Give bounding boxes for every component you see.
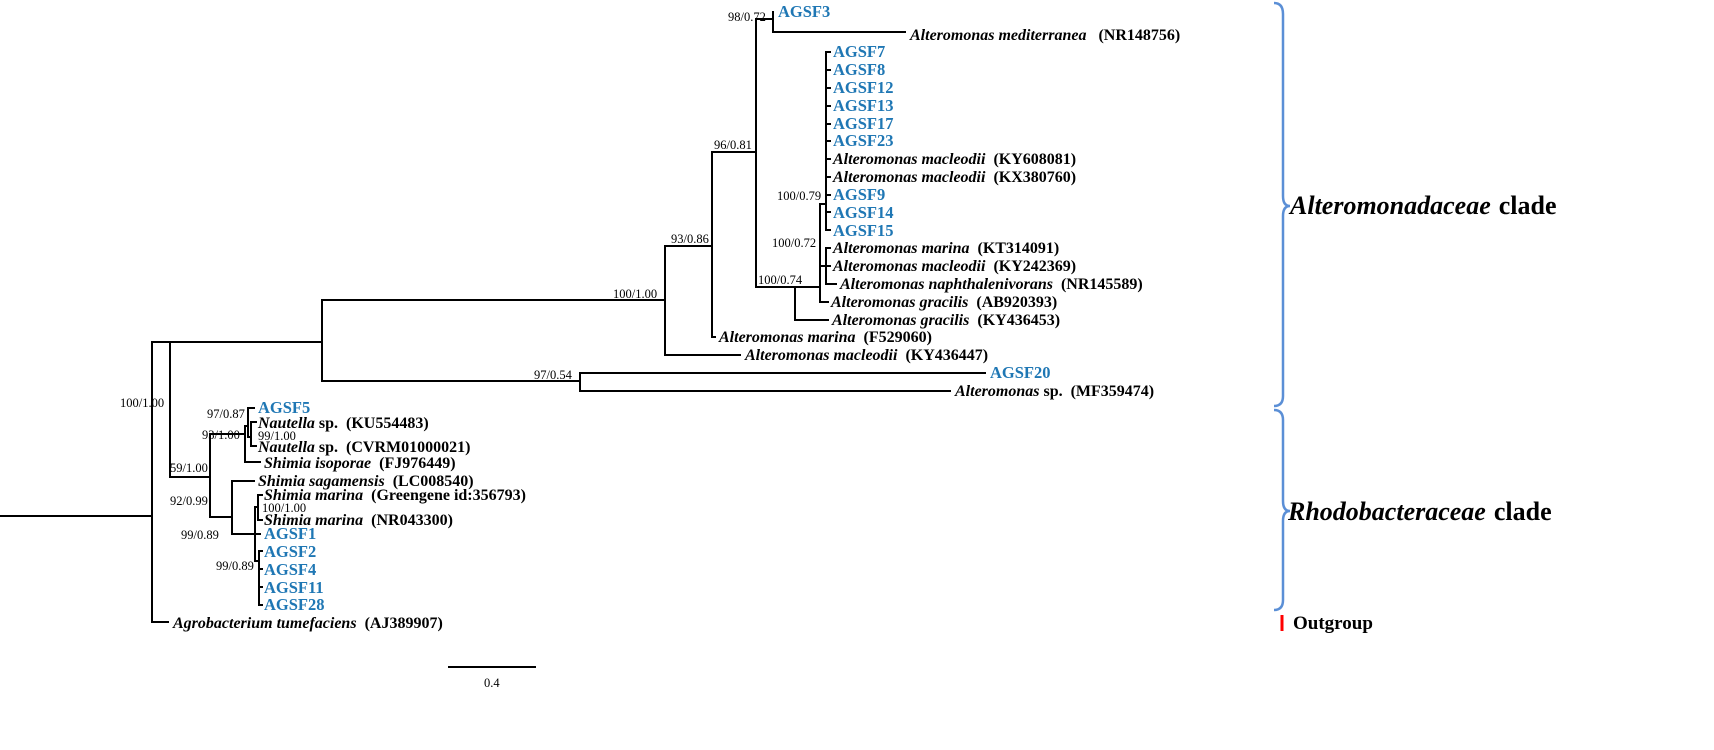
branch-agsf20-node	[321, 372, 986, 392]
support-alt-inner: 100/0.79	[777, 189, 821, 203]
branch-root	[0, 341, 153, 623]
support-values: 98/0.72 96/0.81 100/0.79 100/0.72 100/0.…	[120, 10, 821, 573]
branch-marina-node	[819, 247, 837, 285]
leaf-alteromonas-macleodii-ky242369: Alteromonas macleodii(KY242369)	[832, 258, 1076, 275]
leaf-agsf2: AGSF2	[264, 542, 316, 561]
leaf-agsf14: AGSF14	[833, 203, 894, 222]
leaf-agsf28: AGSF28	[264, 595, 325, 614]
support-shimia-marina-node: 100/1.00	[262, 501, 306, 515]
leaf-alteromonas-macleodii-ky436447: Alteromonas macleodii(KY436447)	[744, 347, 988, 364]
branch-nautella-node	[250, 421, 257, 447]
support-root-node: 100/1.00	[120, 396, 164, 410]
tree-branches	[0, 11, 986, 623]
branch-shimia-group	[209, 480, 255, 535]
leaf-alteromonas-gracilis-ab920393: Alteromonas gracilis(AB920393)	[830, 294, 1057, 311]
leaf-alteromonas-naphthalenivorans: Alteromonas naphthalenivorans(NR145589)	[839, 276, 1143, 293]
leaf-agsf8: AGSF8	[833, 60, 885, 79]
brace-alteromonadaceae	[1273, 1, 1291, 408]
leaf-alteromonas-marina-kt314091: Alteromonas marina(KT314091)	[832, 240, 1059, 257]
branch-agsf3-node	[755, 11, 906, 33]
support-agsf3-node: 98/0.72	[728, 10, 766, 24]
support-shimia-group: 92/0.99	[170, 494, 208, 508]
leaf-agsf13: AGSF13	[833, 96, 894, 115]
support-agsf2-group: 99/0.89	[216, 559, 254, 573]
support-rhodo-clade: 59/1.00	[170, 461, 208, 475]
branch-macleodii-polytomy	[819, 51, 831, 231]
leaf-alteromonas-macleodii-ky608081: Alteromonas macleodii(KY608081)	[832, 151, 1076, 168]
leaf-agsf1: AGSF1	[264, 524, 316, 543]
leaf-shimia-marina-nr043300: Shimia marina(NR043300)	[264, 512, 453, 529]
branch-nautella-group	[209, 425, 261, 463]
branch-rhodobacteraceae	[169, 433, 211, 518]
branch-alt-main	[321, 245, 741, 356]
leaf-agsf7: AGSF7	[833, 42, 885, 61]
branch-ingroup	[151, 341, 171, 478]
leaf-agsf5: AGSF5	[258, 398, 310, 417]
leaf-alteromonas-gracilis-ky436453: Alteromonas gracilis(KY436453)	[831, 312, 1060, 329]
leaf-agsf9: AGSF9	[833, 185, 885, 204]
leaf-agsf20: AGSF20	[990, 363, 1051, 382]
branch-agsf1-group	[231, 506, 261, 562]
leaf-agsf4: AGSF4	[264, 560, 316, 579]
scale-bar: 0.4	[448, 666, 536, 690]
leaf-shimia-sagamensis: Shimia sagamensis(LC008540)	[258, 473, 474, 490]
leaf-agrobacterium-tumefaciens: Agrobacterium tumefaciens(AJ389907)	[172, 615, 443, 632]
branch-agsf2-group	[254, 550, 263, 606]
support-agsf5-node: 97/0.87	[207, 407, 245, 421]
leaf-agsf11: AGSF11	[264, 578, 324, 597]
support-agsf20-node: 97/0.54	[534, 368, 573, 382]
scale-bar-label: 0.4	[484, 676, 500, 690]
leaf-labels: AGSF3 Alteromonas mediterranea(NR148756)…	[172, 2, 1180, 632]
branch-alt-upper	[664, 151, 716, 338]
leaf-alteromonas-mediterranea: Alteromonas mediterranea(NR148756)	[909, 27, 1180, 44]
clade-label-outgroup: Outgroup	[1293, 613, 1373, 634]
leaf-shimia-marina-greengene: Shimia marina(Greengene id:356793)	[264, 487, 526, 504]
branch-inner-node	[794, 203, 829, 303]
support-alt-core: 96/0.81	[714, 138, 752, 152]
leaf-agsf17: AGSF17	[833, 114, 894, 133]
leaf-alteromonas-macleodii-kx380760: Alteromonas macleodii(KX380760)	[832, 169, 1076, 186]
leaf-agsf3: AGSF3	[778, 2, 830, 21]
support-alt-upper: 93/0.86	[671, 232, 709, 246]
leaf-agsf12: AGSF12	[833, 78, 894, 97]
leaf-agsf15: AGSF15	[833, 221, 894, 240]
support-agsf1-group: 99/0.89	[181, 528, 219, 542]
support-alt-gracilis-node: 100/0.74	[758, 273, 803, 287]
branch-agsf5-node	[244, 407, 255, 438]
branch-gracilis-node	[794, 286, 829, 321]
leaf-agsf23: AGSF23	[833, 131, 894, 150]
support-nautella-node: 99/1.00	[258, 429, 296, 443]
leaf-shimia-isoporae: Shimia isoporae(FJ976449)	[264, 455, 456, 472]
brace-rhodobacteraceae	[1273, 408, 1291, 612]
support-nautella-group: 93/1.00	[202, 428, 240, 442]
support-alt-marina-node: 100/0.72	[772, 236, 816, 250]
branch-alteromonadaceae	[169, 299, 323, 382]
branch-shimia-marina-node	[254, 494, 263, 521]
leaf-alteromonas-marina-f529060: Alteromonas marina(F529060)	[718, 329, 932, 346]
branch-alt-core	[711, 18, 796, 288]
support-alt-clade: 100/1.00	[613, 287, 657, 301]
